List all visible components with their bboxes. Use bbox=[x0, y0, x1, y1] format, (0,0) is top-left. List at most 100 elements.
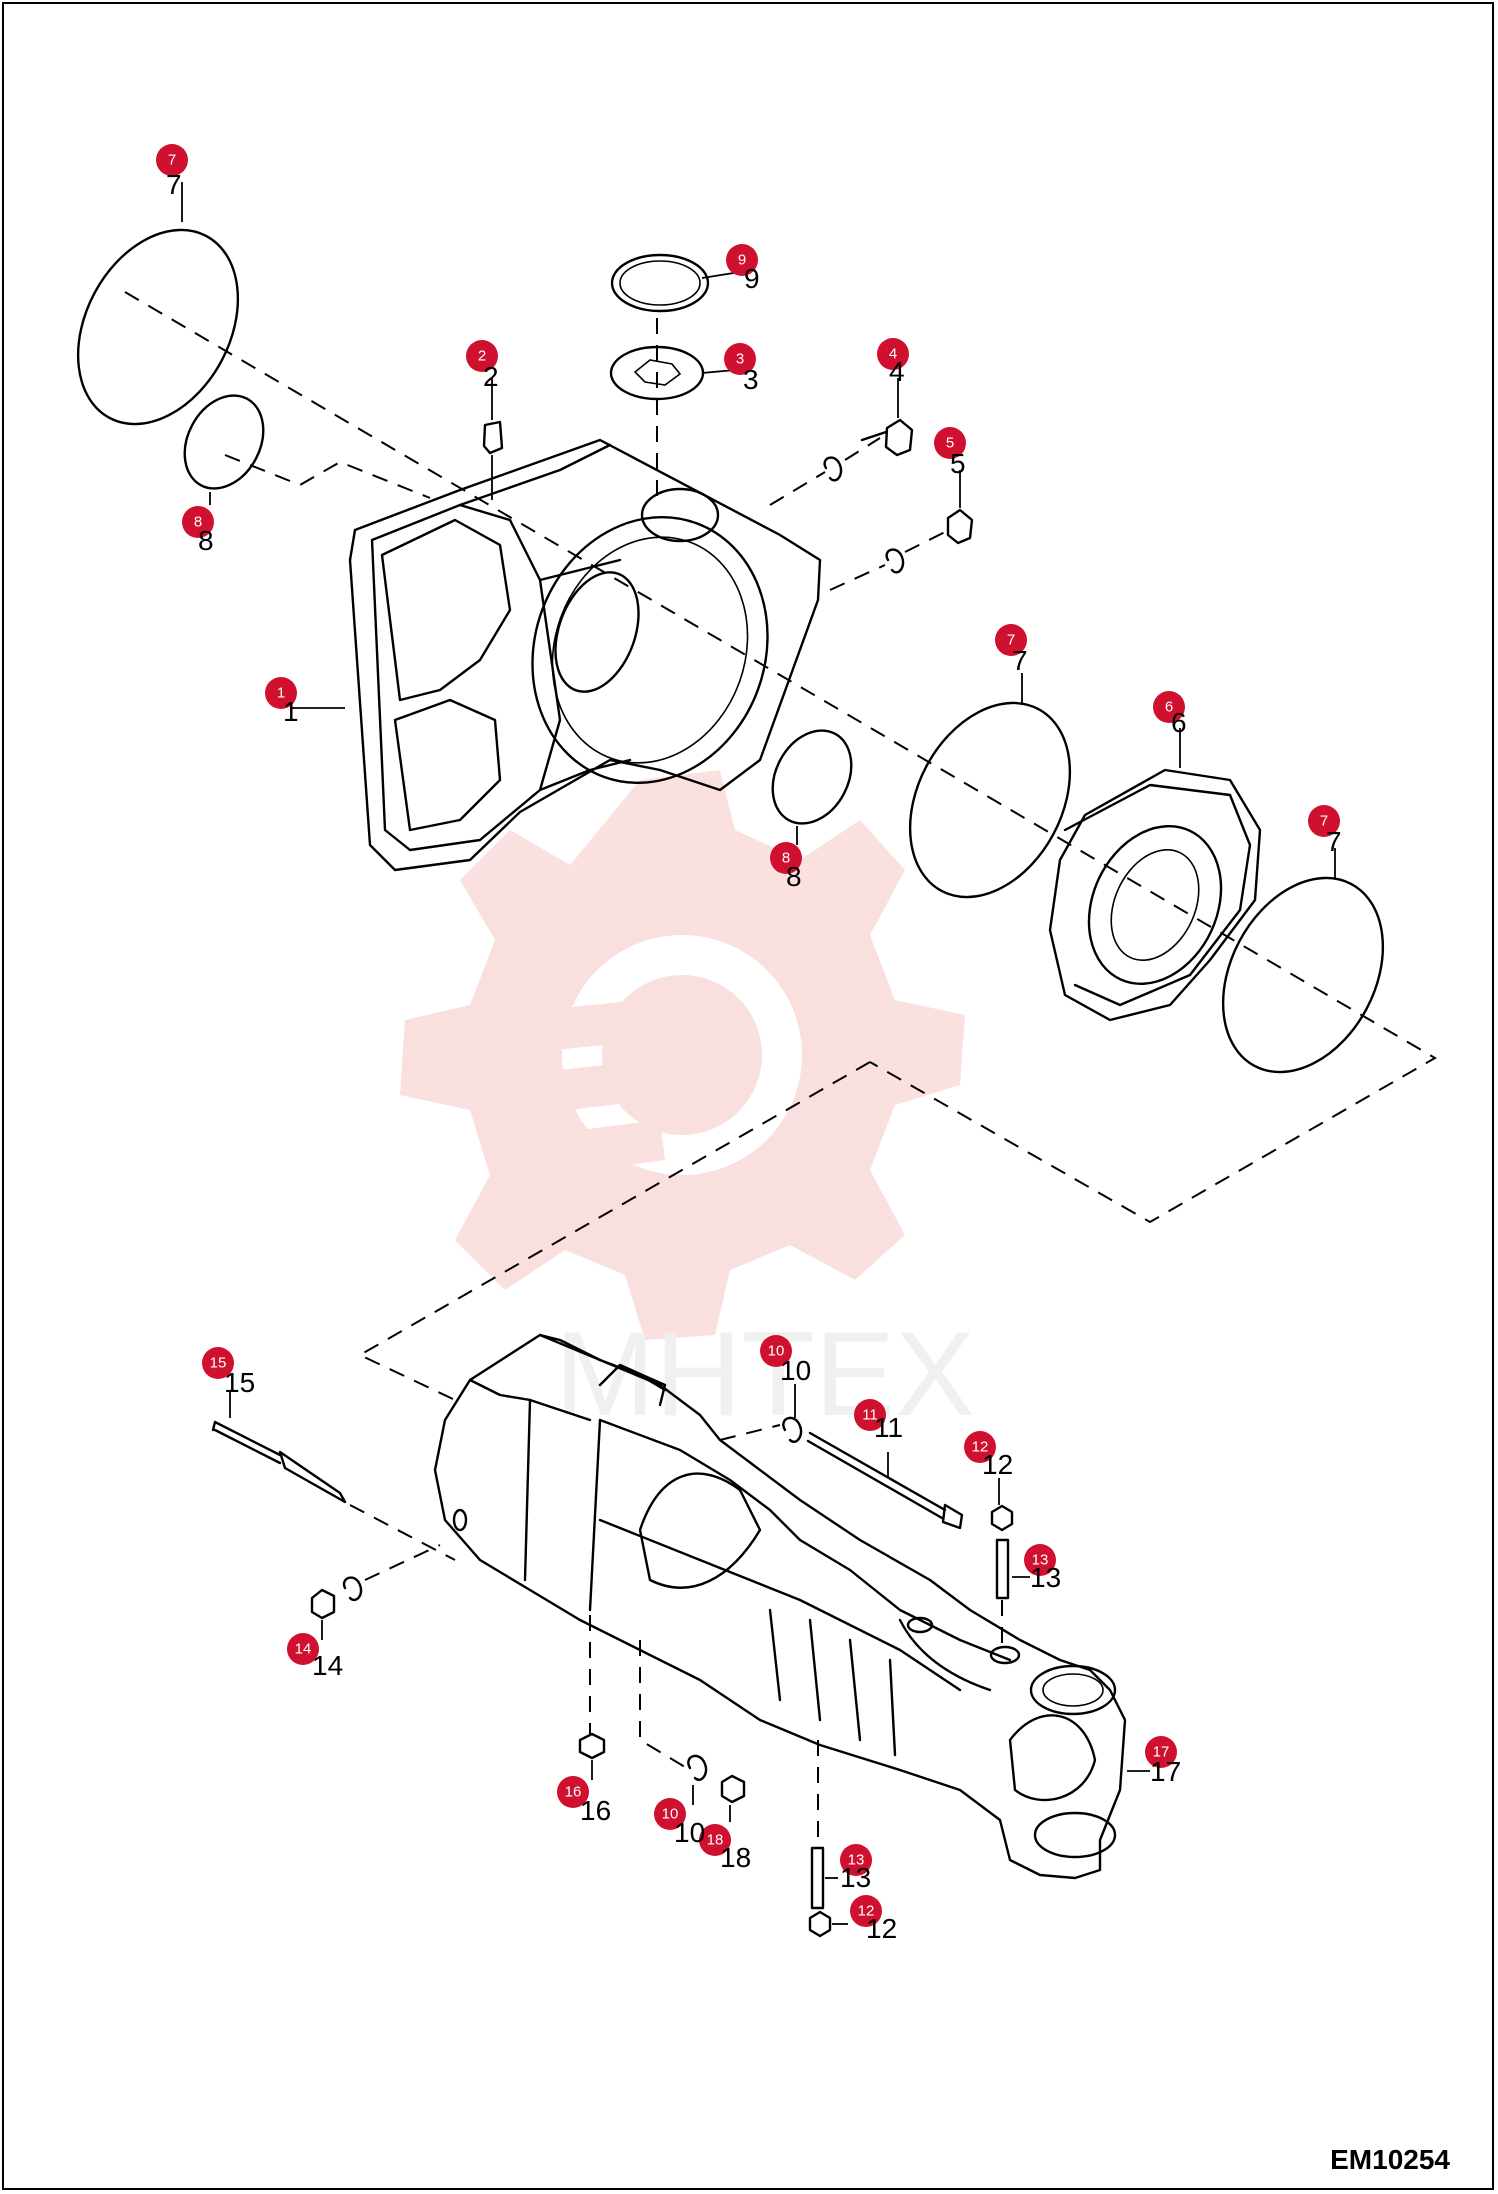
bolt-11 bbox=[806, 1431, 964, 1530]
callout-number-12a: 12 bbox=[982, 1449, 1013, 1480]
callout-number-4: 4 bbox=[889, 356, 905, 387]
svg-text:7: 7 bbox=[168, 152, 176, 169]
stud-13-upper bbox=[995, 1538, 1010, 1600]
callout-number-7a: 7 bbox=[166, 169, 182, 200]
seal-washer-5 bbox=[885, 548, 905, 574]
svg-text:6: 6 bbox=[1165, 699, 1173, 716]
callout-badge-2: 2 bbox=[466, 340, 498, 372]
callout-badge-3: 3 bbox=[724, 343, 756, 375]
callout-badge-11: 11 bbox=[854, 1399, 886, 1431]
svg-text:7: 7 bbox=[1320, 813, 1328, 830]
callout-badge-9: 9 bbox=[726, 244, 758, 276]
callout-badge-10b: 10 bbox=[654, 1798, 686, 1830]
callout-badge-4: 4 bbox=[877, 338, 909, 370]
callout-number-9: 9 bbox=[744, 263, 760, 294]
callout-number-11: 11 bbox=[874, 1412, 903, 1443]
callout-number-13b: 13 bbox=[840, 1862, 871, 1893]
upper-axis-line bbox=[124, 291, 1437, 1224]
cover-plate-mark bbox=[633, 359, 682, 386]
callout-number-5: 5 bbox=[950, 448, 966, 479]
callout-badge-7a: 7 bbox=[156, 144, 188, 176]
svg-text:13: 13 bbox=[848, 1852, 865, 1869]
svg-text:8: 8 bbox=[194, 514, 202, 531]
callout-number-14: 14 bbox=[312, 1650, 343, 1681]
callout-badge-6: 6 bbox=[1153, 691, 1185, 723]
callout-number-15: 15 bbox=[224, 1367, 255, 1398]
seal-washer-4 bbox=[823, 456, 843, 482]
callout-group: 7 9 2 3 4 5 8 1 7 6 7 8 15 10 11 12 13 1… bbox=[156, 144, 1342, 1944]
svg-text:14: 14 bbox=[295, 1641, 312, 1658]
callout-badge-12b: 12 bbox=[850, 1895, 882, 1927]
callout-number-1: 1 bbox=[283, 696, 299, 727]
bolt-15-axis bbox=[349, 1504, 456, 1561]
o-ring-large-mid bbox=[908, 701, 1072, 899]
nut-12-lower bbox=[808, 1910, 832, 1938]
plug-14-axis bbox=[364, 1544, 441, 1581]
svg-text:10: 10 bbox=[768, 1343, 785, 1360]
callout-badge-13b: 13 bbox=[840, 1844, 872, 1876]
washer-10-upper bbox=[782, 1416, 803, 1443]
plug-14 bbox=[310, 1588, 336, 1620]
svg-text:18: 18 bbox=[707, 1832, 724, 1849]
svg-text:17: 17 bbox=[1153, 1744, 1170, 1761]
washer-10-axis bbox=[719, 1424, 781, 1441]
callout-number-17: 17 bbox=[1150, 1756, 1181, 1787]
svg-text:5: 5 bbox=[946, 435, 954, 452]
o-ring-small-left bbox=[183, 394, 265, 490]
o-ring-small-mid bbox=[771, 729, 853, 825]
callout-badge-12a: 12 bbox=[964, 1431, 996, 1463]
stud-13-lower bbox=[810, 1846, 825, 1910]
washer-10-lower bbox=[687, 1754, 708, 1781]
callout-number-10a: 10 bbox=[780, 1355, 811, 1386]
callout-badge-7c: 7 bbox=[1308, 805, 1340, 837]
svg-text:13: 13 bbox=[1032, 1552, 1049, 1569]
plug-16 bbox=[578, 1732, 606, 1760]
callout-badge-8b: 8 bbox=[770, 842, 802, 874]
plug-axis-5 bbox=[829, 531, 946, 591]
svg-text:4: 4 bbox=[889, 346, 897, 363]
callout-badge-10a: 10 bbox=[760, 1335, 792, 1367]
long-bolt-15 bbox=[211, 1420, 347, 1504]
callout-number-18: 18 bbox=[720, 1842, 751, 1873]
callout-badge-5: 5 bbox=[934, 427, 966, 459]
callout-badge-14: 14 bbox=[287, 1633, 319, 1665]
o-ring-small-axis bbox=[224, 454, 431, 499]
o-ring-large-right bbox=[1221, 876, 1385, 1074]
callout-number-12b: 12 bbox=[866, 1913, 897, 1944]
svg-text:9: 9 bbox=[738, 252, 746, 269]
callout-number-10b: 10 bbox=[674, 1817, 705, 1848]
callout-badge-7b: 7 bbox=[995, 624, 1027, 656]
o-ring-large-left bbox=[76, 228, 240, 426]
breather-fitting bbox=[482, 420, 504, 455]
plug-axis-4 bbox=[769, 437, 881, 506]
svg-text:3: 3 bbox=[736, 351, 744, 368]
svg-text:12: 12 bbox=[858, 1903, 875, 1920]
callout-number-6: 6 bbox=[1171, 707, 1187, 738]
nut-18 bbox=[720, 1774, 746, 1804]
svg-text:16: 16 bbox=[565, 1784, 582, 1801]
lower-axis-line bbox=[357, 1061, 871, 1401]
callout-badge-16: 16 bbox=[557, 1776, 589, 1808]
nut-18-axis bbox=[639, 1640, 691, 1771]
callout-badge-13a: 13 bbox=[1024, 1544, 1056, 1576]
watermark-logo: МНТЕХ bbox=[400, 770, 975, 1441]
svg-text:1: 1 bbox=[277, 685, 285, 702]
watermark-text: МНТЕХ bbox=[555, 1307, 975, 1441]
callout-badge-8a: 8 bbox=[182, 506, 214, 538]
svg-text:10: 10 bbox=[662, 1806, 679, 1823]
callout-number-2: 2 bbox=[483, 361, 499, 392]
svg-text:15: 15 bbox=[210, 1355, 227, 1372]
callout-number-16: 16 bbox=[580, 1795, 611, 1826]
washer-14 bbox=[342, 1576, 363, 1602]
svg-text:11: 11 bbox=[862, 1407, 878, 1424]
svg-text:12: 12 bbox=[972, 1439, 989, 1456]
snap-ring-inner bbox=[619, 260, 701, 306]
planetary-carrier-flange bbox=[1048, 768, 1262, 1022]
snap-ring bbox=[610, 253, 710, 313]
callout-badge-17: 17 bbox=[1145, 1736, 1177, 1768]
svg-text:8: 8 bbox=[782, 850, 790, 867]
drawing-code: EM10254 bbox=[1330, 2144, 1450, 2175]
nut-12-upper bbox=[990, 1504, 1014, 1532]
callout-badge-15: 15 bbox=[202, 1347, 234, 1379]
